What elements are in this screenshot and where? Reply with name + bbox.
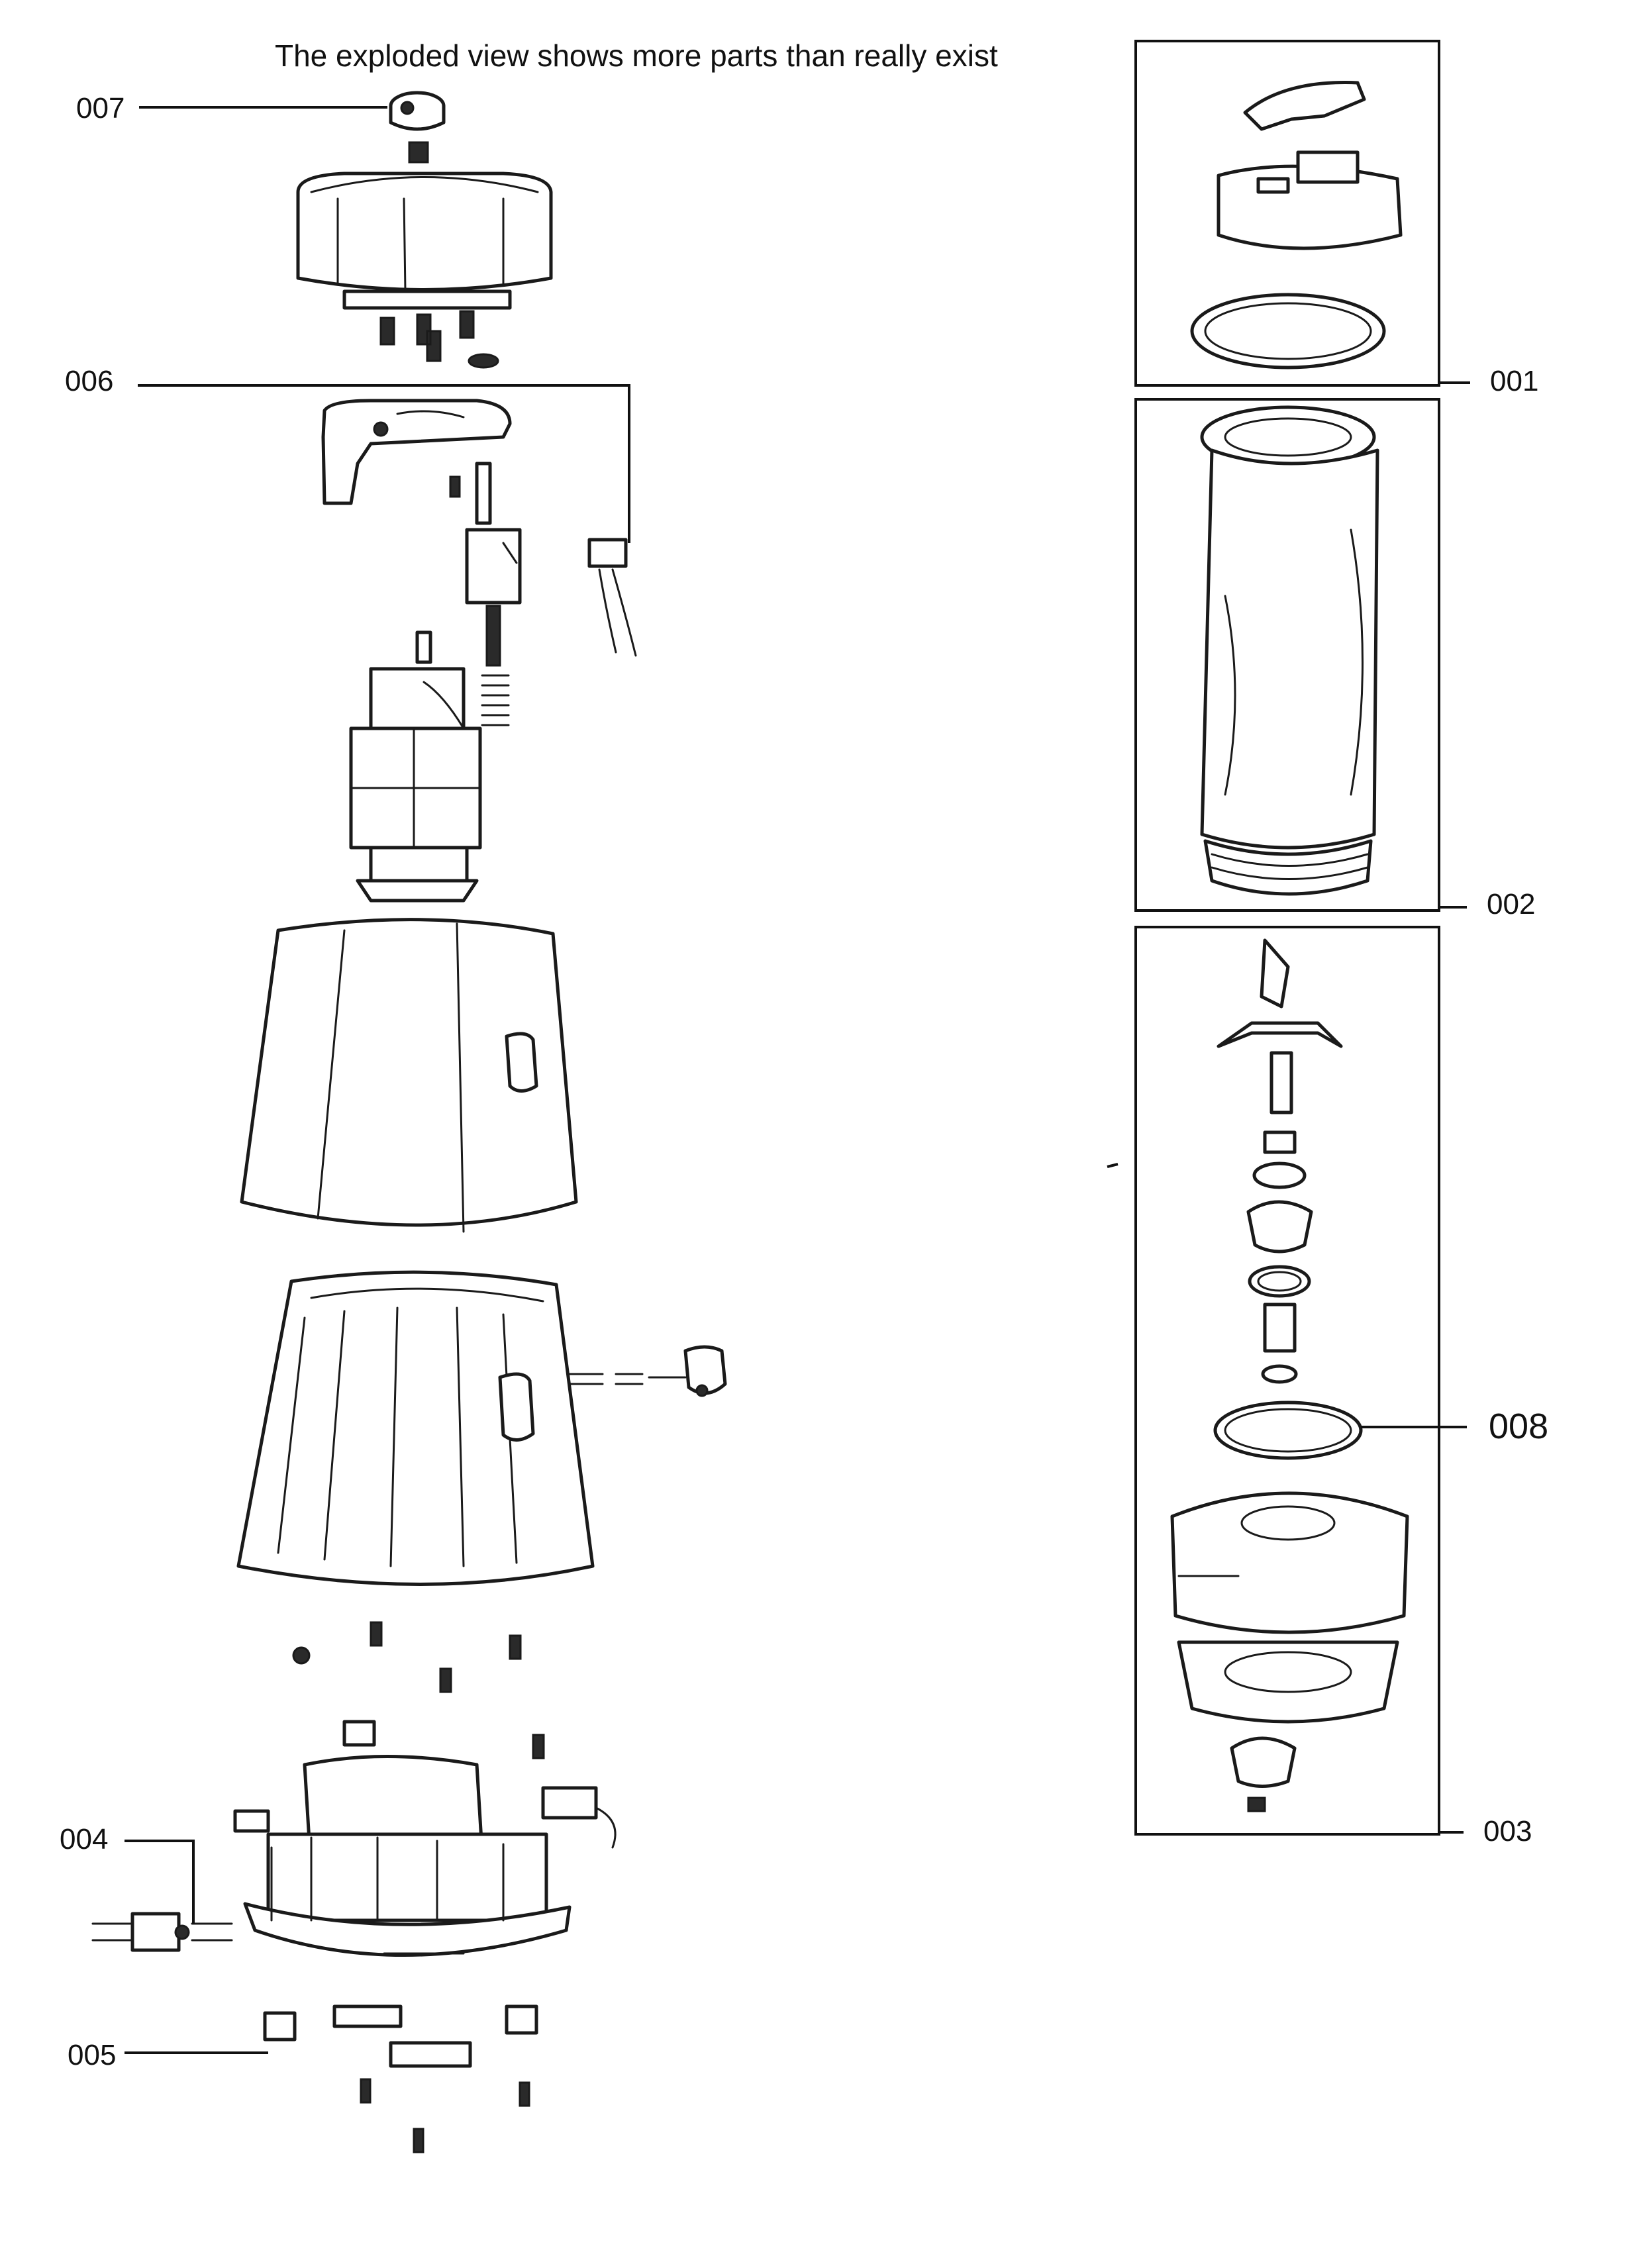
cap-nut: [389, 91, 446, 164]
part-label-004: 004: [60, 1823, 108, 1855]
outer-shell: [240, 918, 578, 1233]
motor: [349, 630, 482, 903]
box-003-blade-assembly: [1134, 926, 1440, 1836]
switch-bracket: [321, 399, 637, 726]
inner-frame: [236, 1270, 727, 1586]
power-cord: [91, 1912, 233, 1952]
diagram-caption: The exploded view shows more parts than …: [275, 38, 998, 73]
part-label-008: 008: [1489, 1406, 1548, 1446]
stray-mark: [1107, 1163, 1119, 1168]
box-002-bottle: [1134, 398, 1440, 912]
callout-line-004: [124, 1840, 195, 1924]
part-label-001: 001: [1490, 365, 1538, 397]
base: [233, 1755, 617, 1957]
callout-line-006: [138, 384, 630, 543]
part-label-007: 007: [76, 92, 124, 124]
box-001-lid: [1134, 40, 1440, 387]
blade-parts: [1170, 938, 1409, 1812]
part-label-002: 002: [1487, 888, 1535, 920]
screws-mid: [292, 1621, 545, 1759]
part-label-003: 003: [1483, 1815, 1532, 1848]
top-housing: [296, 172, 553, 369]
bottle: [1200, 405, 1379, 896]
part-label-005: 005: [68, 2039, 116, 2071]
part-label-006: 006: [65, 365, 113, 397]
feet: [263, 2004, 538, 2153]
lid-parts: [1190, 81, 1403, 370]
